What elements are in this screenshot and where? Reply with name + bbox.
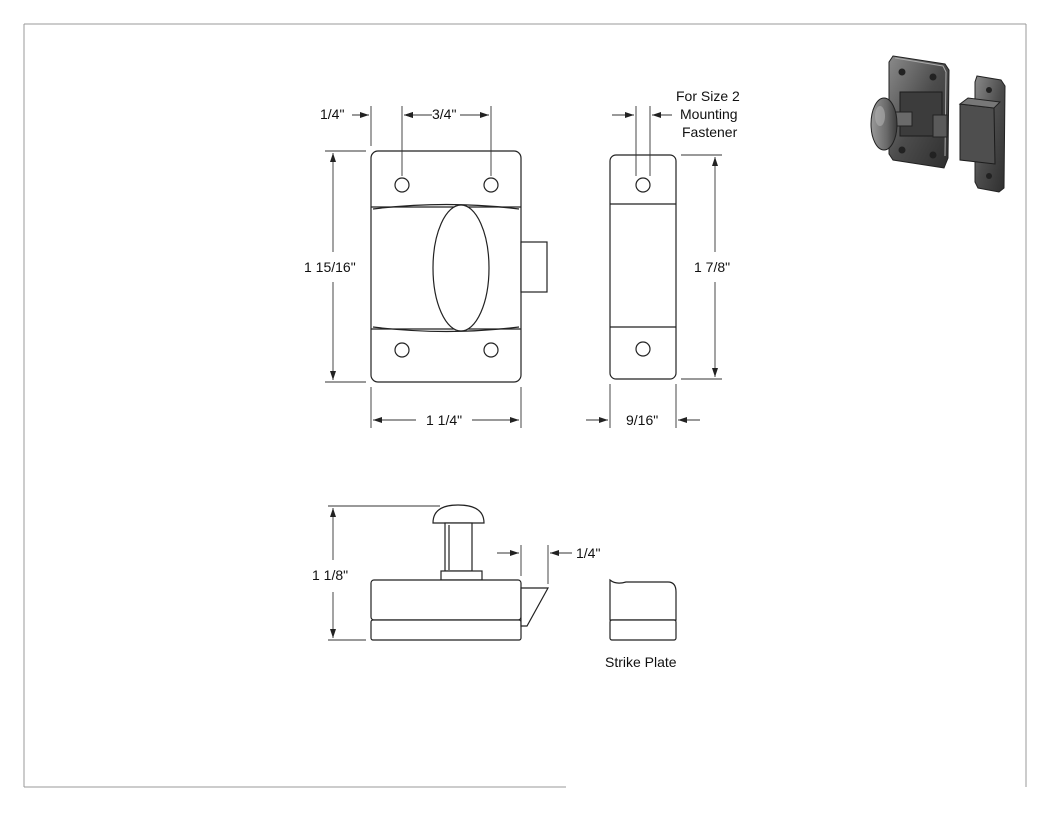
- dim-front-height: 1 15/16": [304, 259, 356, 275]
- dim-front-hole-spacing: 3/4": [432, 106, 456, 122]
- side-view: [609, 154, 677, 380]
- dim-front-width: 1 1/4": [426, 412, 462, 428]
- note-line-1: For Size 2: [676, 88, 740, 104]
- bottom-dimensions: [328, 505, 572, 641]
- mounting-hole: [635, 177, 651, 193]
- dim-bolt-throw: 1/4": [576, 545, 600, 561]
- bottom-view: [370, 504, 677, 641]
- dim-bottom-height: 1 1/8": [312, 567, 348, 583]
- mounting-hole: [483, 177, 499, 193]
- mounting-hole: [394, 177, 410, 193]
- note-line-3: Fastener: [682, 124, 738, 140]
- product-render-image: [870, 55, 1006, 193]
- mounting-hole: [483, 342, 499, 358]
- note-line-2: Mounting: [680, 106, 738, 122]
- dim-front-left-offset: 1/4": [320, 106, 344, 122]
- front-dimensions: [325, 106, 522, 428]
- sheet-border: [23, 23, 1027, 788]
- front-view: [370, 150, 548, 383]
- strike-plate-label: Strike Plate: [605, 654, 677, 670]
- side-dimensions: [586, 106, 722, 428]
- dim-side-height: 1 7/8": [694, 259, 730, 275]
- dim-side-width: 9/16": [626, 412, 658, 428]
- mounting-hole: [394, 342, 410, 358]
- mounting-hole: [635, 341, 651, 357]
